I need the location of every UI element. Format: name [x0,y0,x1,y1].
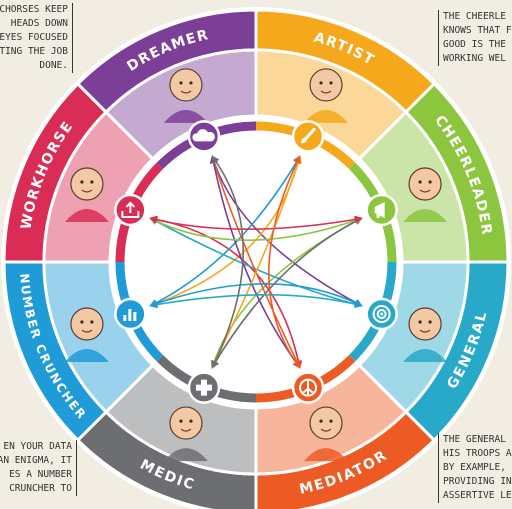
note-line: TTING THE JOB [0,46,68,57]
note-line: WORKING WEL [443,53,506,64]
number-cruncher-note: EN YOUR DATA AN ENIGMA, IT ES A NUMBER C… [0,440,77,496]
mediator-portrait [304,406,349,462]
first-aid-cross-icon [187,371,221,404]
note-line: HIS TROOPS AND [443,448,512,459]
note-line: HEADS DOWN [10,18,68,29]
note-line: CRUNCHER TO [9,483,72,494]
note-line: EYES FOCUSED [0,32,68,43]
note-line: GOOD IS THE K [443,39,512,50]
connection-arrow [211,155,244,369]
dreamer-portrait-panel [103,48,258,161]
cheerleader-segment: CHEERLEADER [357,81,510,264]
note-line: THE CHEERLE [443,11,506,22]
workhorse-portrait [64,167,109,222]
medic-portrait [163,406,208,462]
bar-chart-icon [114,297,147,331]
note-line: ASSERTIVE LEAD [443,490,512,501]
megaphone-icon [365,193,398,227]
dreamer-portrait [163,68,208,123]
cheerleader-note: THE CHEERLE KNOWS THAT F GOOD IS THE K W… [438,10,512,66]
connection-arrow [149,216,363,241]
note-line: PROVIDING INS [443,476,512,487]
target-icon [365,297,398,331]
note-line: KNOWS THAT F [443,25,512,36]
cheerleader-portrait [403,167,448,222]
general-portrait [403,307,448,363]
medic-segment: MEDIC [75,363,258,509]
cloud-icon [187,120,221,153]
connection-arrows [149,155,363,369]
connection-arrow [268,155,301,369]
connection-arrow [149,215,363,230]
note-line: AN ENIGMA, IT [0,455,72,466]
note-line: DONE. [39,60,68,71]
number-cruncher-portrait [64,307,109,363]
mediator-segment: MEDIATOR [254,363,437,509]
connection-arrow [149,283,363,308]
artist-portrait [304,68,349,123]
note-line: THE GENERAL [443,434,506,445]
workhorse-note: CHORSES KEEP HEADS DOWN EYES FOCUSED TTI… [0,3,73,73]
note-line: ES A NUMBER [9,469,72,480]
note-line: BY EXAMPLE, [443,462,506,473]
peace-sign-icon [291,371,325,404]
wheel-center [125,131,387,393]
paintbrush-icon [291,120,325,153]
inbox-upload-icon [114,193,147,227]
note-line: EN YOUR DATA [3,441,72,452]
general-note: THE GENERAL HIS TROOPS AND BY EXAMPLE, P… [438,433,512,503]
note-line: CHORSES KEEP [0,4,68,15]
